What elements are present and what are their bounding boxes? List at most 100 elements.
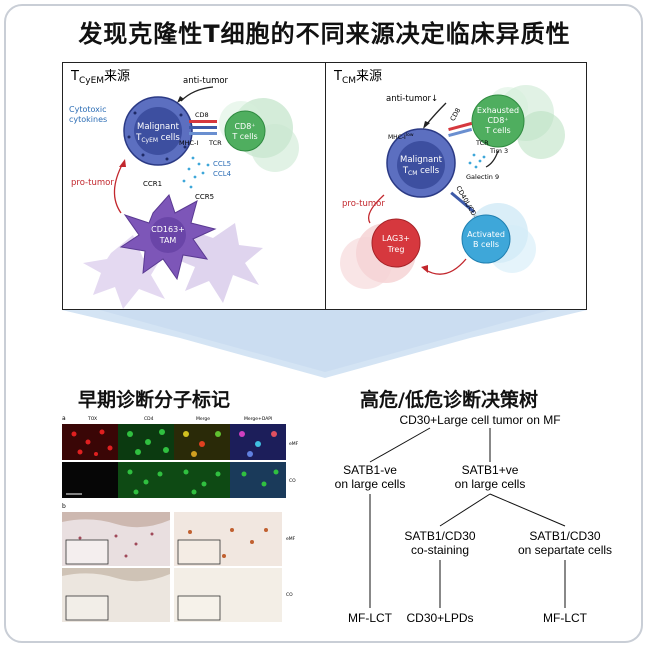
malignant-tcm-label: Malignant <box>400 155 443 165</box>
col-cd4-label: CD4 <box>144 416 154 422</box>
exhausted-label-2: CD8⁺ <box>487 116 508 125</box>
tcyem-illustration: TCyEM来源 anti-tumor CD8⁺ T cells Malignan… <box>69 69 299 309</box>
malignant-dots <box>127 111 187 161</box>
tcyem-heading: TCyEM来源 <box>70 69 130 86</box>
cytokines-label: cytokines <box>69 115 107 124</box>
tcr-label: TCR <box>208 139 222 147</box>
tree-co-node-2: co-staining <box>411 543 469 557</box>
exhausted-cd8-cell <box>471 94 525 148</box>
tree-leaf-cd30-lpds: CD30+LPDs <box>406 611 473 625</box>
tcm-panel: TCM来源 anti-tumor↓ Exhausted CD8⁺ T cells… <box>325 62 587 310</box>
tcm-anti-tumor-label: anti-tumor↓ <box>386 94 438 104</box>
exh-shadow-2 <box>517 111 565 159</box>
lag3-treg-cell <box>371 218 421 268</box>
lag3-label-2: Treg <box>387 245 405 254</box>
tree-neg-node-1: SATB1-ve <box>343 463 397 477</box>
tree-pos-node-2: on large cells <box>455 477 526 491</box>
tcm-pro-tumor-arrow <box>367 194 385 224</box>
ihc-epidermis-2 <box>62 568 170 582</box>
malignant-label: Malignant <box>137 122 180 132</box>
row-co-label-b: CO <box>286 592 293 598</box>
cd8-receptor-bar <box>189 120 217 123</box>
tcm-illustration: TCM来源 anti-tumor↓ Exhausted CD8⁺ T cells… <box>333 69 565 289</box>
row-emf-label-b: eMF <box>286 536 296 542</box>
panel-a-label: a <box>62 415 66 422</box>
pro-tumor-arrowhead <box>119 159 126 167</box>
bcell-label-1: Activated <box>467 230 505 239</box>
tox-co-image <box>62 462 118 498</box>
cytotoxic-label: Cytotoxic <box>69 105 107 114</box>
tcr-receptor-bar <box>189 132 217 135</box>
anti-tumor-label: anti-tumor <box>183 76 229 86</box>
tree-neg-node-2: on large cells <box>335 477 406 491</box>
ccr1-label: CCR1 <box>143 180 162 188</box>
tim3-arrow <box>485 150 499 168</box>
funnel-inner <box>100 310 550 372</box>
anti-tumor-arrowhead <box>177 96 184 103</box>
ihc-inset-1 <box>65 539 109 565</box>
ihc-inset-2 <box>177 539 221 565</box>
activated-b-cell <box>461 214 511 264</box>
mhc-receptor-bar <box>189 126 217 129</box>
tcm-anti-tumor-arrow <box>425 102 447 126</box>
pro-tumor-arrow <box>113 162 124 214</box>
tree-title: 高危/低危诊断决策树 <box>360 389 538 411</box>
col-merge-dapi-label: Merge+DAPI <box>244 416 272 422</box>
tree-pos-node-1: SATB1+ve <box>462 463 519 477</box>
tcm-anti-tumor-arrowhead <box>423 121 430 129</box>
tam-shadow-2 <box>83 235 165 309</box>
tcm-tcr-label: TCR <box>475 139 489 147</box>
exhausted-label-1: Exhausted <box>477 106 519 115</box>
page-title: 发现克隆性T细胞的不同来源决定临床异质性 <box>78 20 571 48</box>
anti-tumor-arrow <box>180 86 214 102</box>
galectin-label: Galectin 9 <box>466 173 499 181</box>
ihc-epidermis-1 <box>62 512 170 528</box>
decision-tree: CD30+Large cell tumor on MF SATB1-ve on … <box>335 413 612 625</box>
tim3-label: Tim 3 <box>489 147 508 155</box>
cd8-t-cell <box>224 110 266 152</box>
malignant-sub-label: TCyEM cells <box>135 133 180 144</box>
panel-b-label: b <box>62 503 66 510</box>
tcm-pro-tumor-label: pro-tumor <box>342 199 385 209</box>
merge-co-image <box>174 462 230 498</box>
tree-sep-node-1: SATB1/CD30 <box>529 529 600 543</box>
treg-arrow <box>423 258 467 275</box>
microscopy-figure: a TOX CD4 Merge Merge+DAPI eMF CO b <box>62 415 299 622</box>
cd40-bar <box>450 191 476 214</box>
bcell-label-2: B cells <box>473 240 499 249</box>
tcyem-panel: TCyEM来源 anti-tumor CD8⁺ T cells Malignan… <box>62 62 326 310</box>
pro-tumor-label: pro-tumor <box>71 178 114 188</box>
tam-label-2: TAM <box>159 236 177 245</box>
cd8-cell-label-2: T cells <box>231 132 257 141</box>
chemokine-dots <box>182 156 210 189</box>
tcm-cd8-bar <box>448 121 473 132</box>
col-tox-label: TOX <box>87 416 97 422</box>
tree-edges <box>369 427 566 608</box>
ccl4-label: CCL4 <box>213 170 232 178</box>
ihc-inset-4 <box>177 595 221 621</box>
tam-label-1: CD163+ <box>151 225 185 234</box>
tree-root-node: CD30+Large cell tumor on MF <box>399 413 560 427</box>
tree-co-node-1: SATB1/CD30 <box>404 529 475 543</box>
row-emf-label-a: eMF <box>289 441 299 447</box>
ccl5-label: CCL5 <box>213 160 231 168</box>
tcm-heading: TCM来源 <box>333 69 382 86</box>
malignant-tcm-nucleus <box>397 141 445 189</box>
outer-frame <box>4 4 643 643</box>
col-merge-label: Merge <box>196 416 210 422</box>
row-co-label-a: CO <box>289 478 296 484</box>
mhc-label: MHC-I <box>179 139 198 147</box>
fluor-speckle-row2 <box>127 469 279 495</box>
tcm-cd8-label: CD8 <box>449 107 463 123</box>
mhc-low-label: MHC-Ilow <box>388 132 414 141</box>
tree-leaf-mf-lct-2: MF-LCT <box>543 611 588 625</box>
ihc-inset-3 <box>65 595 109 621</box>
markers-title: 早期诊断分子标记 <box>78 389 231 411</box>
malignant-tcm-sub-label: TCM cells <box>402 166 440 177</box>
fluor-speckle-row1 <box>71 429 277 457</box>
merge-dapi-co-image <box>230 462 286 498</box>
cd8-cell-label-1: CD8⁺ <box>234 122 255 131</box>
exhausted-label-3: T cells <box>484 126 510 135</box>
malignant-nucleus <box>134 107 182 155</box>
